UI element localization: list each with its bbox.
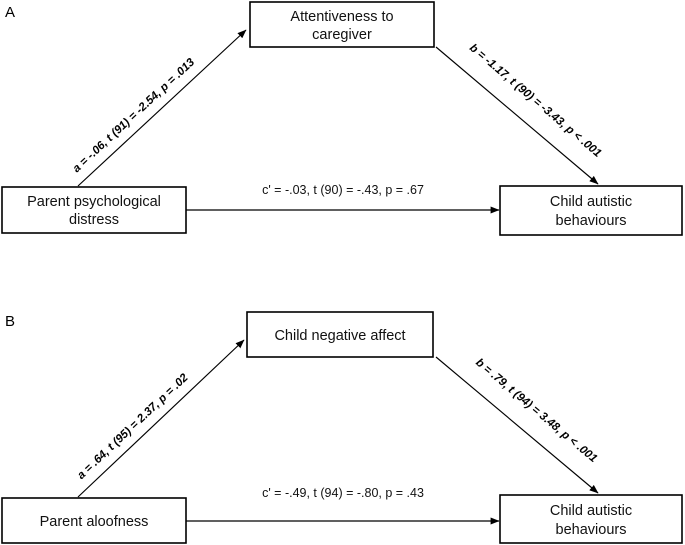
panel-b-path-a-arrow — [77, 339, 245, 498]
panel-a-outcome-label-line1: Child autistic — [550, 194, 632, 210]
panel-b-letter: B — [5, 313, 15, 330]
panel-b-path-b-arrow — [435, 356, 599, 494]
panel-b-path-c-prime-label: c' = -.49, t (94) = -.80, p = .43 — [262, 486, 424, 500]
panel-b-path-a-label-group: a = .64, t (95) = 2.37, p = .02 — [75, 371, 191, 481]
panel-a: A a = -.06, t (91) = -2.54, p = .013 b =… — [1, 1, 683, 236]
panel-a-predictor-label-line1: Parent psychological — [27, 194, 161, 210]
panel-a-path-b-label: b = -1.17, t (90) = -3.43, p < .001 — [467, 42, 603, 160]
panel-b: B a = .64, t (95) = 2.37, p = .02 b = .7… — [1, 311, 683, 544]
panel-a-letter: A — [5, 4, 15, 21]
panel-b-predictor-label: Parent aloofness — [40, 514, 149, 530]
panel-a-path-a-label-group: a = -.06, t (91) = -2.54, p = .013 — [71, 56, 198, 175]
panel-a-mediator-label-line1: Attentiveness to — [290, 9, 393, 25]
panel-a-path-b-arrow — [435, 46, 599, 185]
panel-a-predictor-box — [1, 186, 187, 234]
panel-a-mediator-box — [249, 1, 435, 48]
panel-b-outcome-label-line1: Child autistic — [550, 503, 632, 519]
panel-a-outcome-label-line2: behaviours — [556, 213, 627, 229]
panel-b-mediator-box — [246, 311, 434, 358]
panel-b-mediator-label: Child negative affect — [274, 328, 405, 344]
panel-a-path-c-prime-label: c' = -.03, t (90) = -.43, p = .67 — [262, 183, 424, 197]
panel-a-predictor-label-line2: distress — [69, 212, 119, 228]
panel-a-path-b-label-group: b = -1.17, t (90) = -3.43, p < .001 — [467, 42, 603, 160]
panel-a-path-a-arrow — [77, 29, 247, 187]
panel-b-path-b-label: b = .79, t (94) = 3.48, p < .001 — [473, 357, 599, 465]
panel-b-outcome-box — [499, 494, 683, 544]
panel-b-path-a-label: a = .64, t (95) = 2.37, p = .02 — [75, 371, 191, 481]
panel-a-mediator-label-line2: caregiver — [312, 27, 372, 43]
panel-b-outcome-label-line2: behaviours — [556, 522, 627, 538]
panel-b-path-b-label-group: b = .79, t (94) = 3.48, p < .001 — [473, 357, 599, 465]
panel-a-outcome-box — [499, 185, 683, 236]
panel-a-path-a-label: a = -.06, t (91) = -2.54, p = .013 — [71, 56, 198, 175]
panel-b-predictor-box — [1, 497, 187, 544]
